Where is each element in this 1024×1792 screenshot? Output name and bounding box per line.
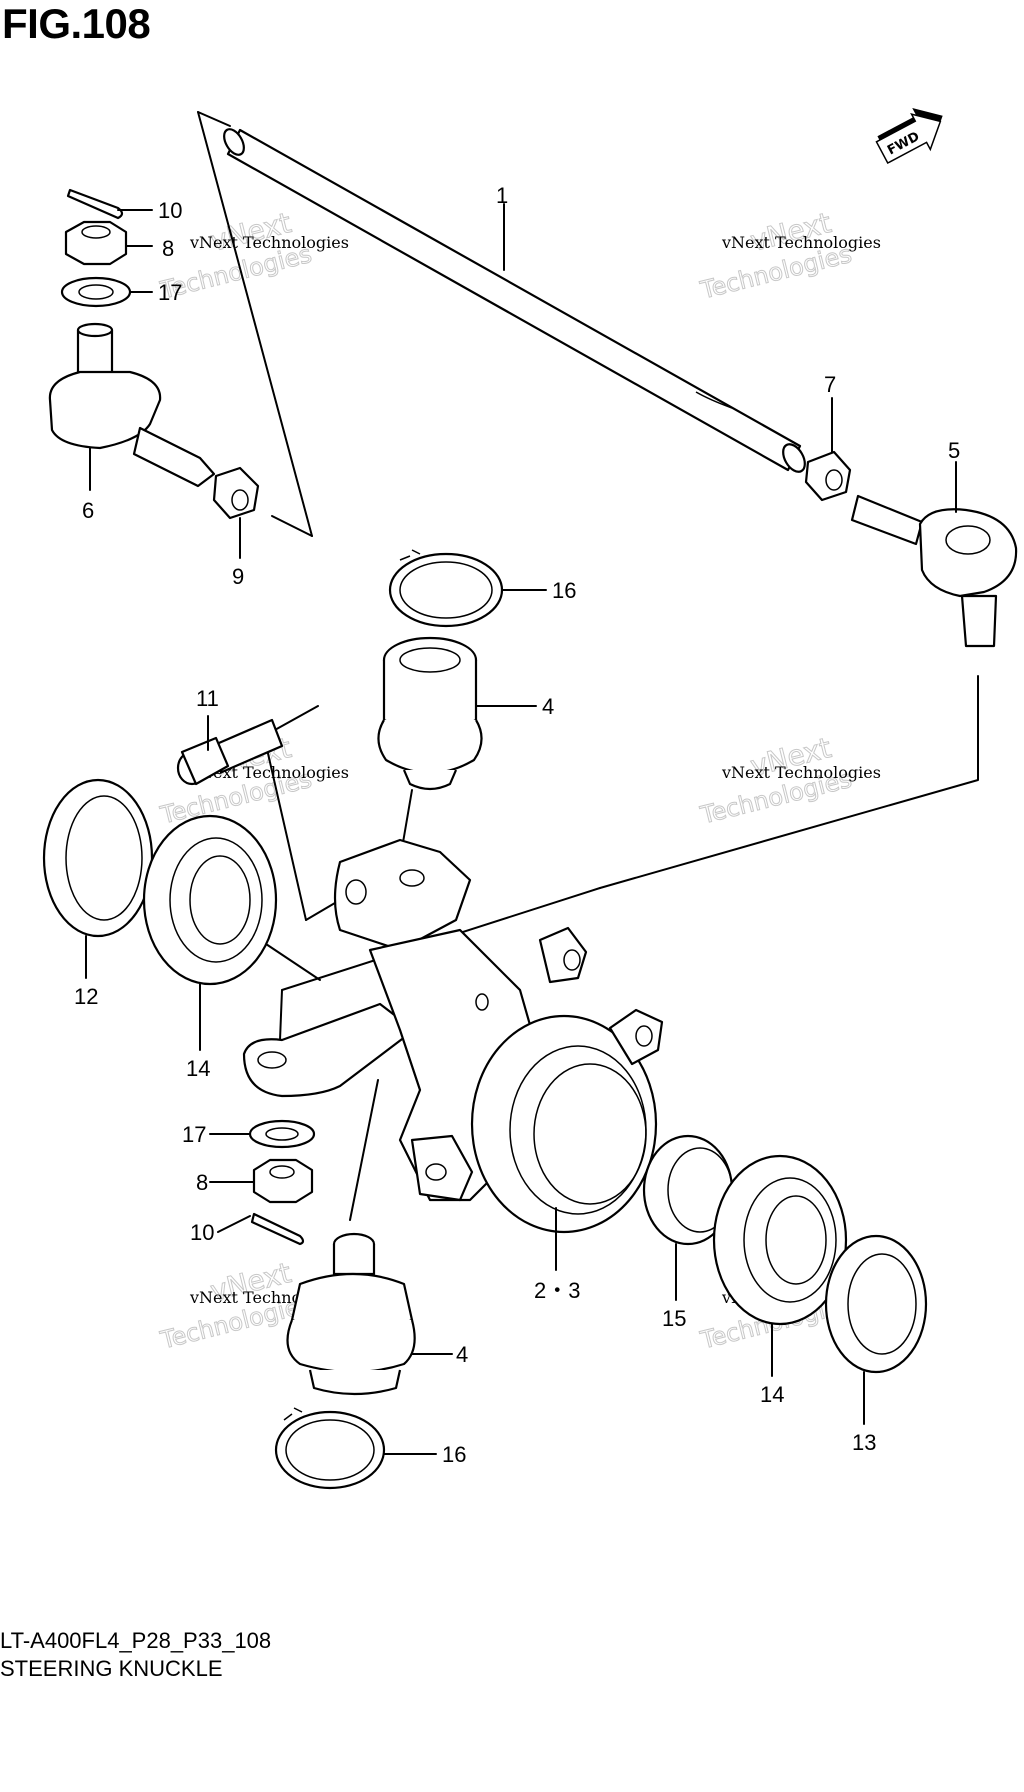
figure-title: FIG.108 — [2, 0, 151, 47]
callout-12: 12 — [74, 984, 98, 1009]
callout-8-bottom: 8 — [196, 1170, 208, 1195]
cotter-pin-top-part — [66, 188, 124, 220]
callout-7: 7 — [824, 372, 836, 397]
circlip-top-part — [388, 549, 504, 628]
watermark-text: vNext Technologies — [721, 233, 881, 252]
callout-6: 6 — [82, 498, 94, 523]
callout-15: 15 — [662, 1306, 686, 1331]
nut-bottom-part — [252, 1158, 314, 1204]
callout-2-3: 2・3 — [534, 1278, 580, 1303]
callout-14-right: 14 — [760, 1382, 784, 1407]
callout-4-bottom: 4 — [456, 1342, 468, 1367]
watermark-text: vNext Technologies — [189, 233, 349, 252]
tie-rod-part — [223, 128, 806, 473]
figure-name: STEERING KNUCKLE — [0, 1656, 223, 1681]
bearing-right-part — [712, 1154, 848, 1326]
watermark-text: vNext Technologies — [721, 763, 881, 782]
steering-knuckle-part — [242, 838, 664, 1234]
oil-seal-12-part — [42, 778, 154, 938]
leader-lines — [85, 203, 957, 1455]
callout-16-bottom: 16 — [442, 1442, 466, 1467]
figure-code: LT-A400FL4_P28_P33_108 — [0, 1628, 272, 1653]
callout-4-top: 4 — [542, 694, 554, 719]
washer-top-part — [60, 276, 132, 308]
circlip-bottom-part — [274, 1407, 386, 1490]
bearing-left-part — [142, 814, 278, 986]
washer-bottom-part — [248, 1119, 316, 1149]
bolt-11-part — [176, 718, 284, 786]
ball-joint-bottom-part — [286, 1232, 416, 1396]
callout-14-left: 14 — [186, 1056, 210, 1081]
callout-9: 9 — [232, 564, 244, 589]
callout-17-top: 17 — [158, 280, 182, 305]
callout-16-top: 16 — [552, 578, 576, 603]
callout-11: 11 — [196, 686, 219, 711]
cotter-pin-bottom-part — [250, 1212, 305, 1246]
tie-rod-end-right-part — [850, 494, 1018, 648]
callout-17-bottom: 17 — [182, 1122, 206, 1147]
castle-nut-top-part — [64, 220, 128, 266]
callout-8-top: 8 — [162, 236, 174, 261]
ball-joint-top-part — [377, 636, 483, 791]
callout-5: 5 — [948, 438, 960, 463]
callout-13: 13 — [852, 1430, 876, 1455]
tie-rod-end-left-part — [48, 322, 216, 488]
lock-nut-7-part — [804, 450, 852, 502]
callout-10-top: 10 — [158, 198, 182, 223]
callout-10-bottom: 10 — [190, 1220, 214, 1245]
callout-labels: 1 10 8 17 6 9 7 5 16 4 11 12 14 17 8 10 … — [74, 183, 960, 1467]
lock-nut-9-part — [212, 466, 260, 520]
fwd-arrow-icon: FWD — [875, 107, 943, 165]
callout-1: 1 — [496, 183, 508, 208]
oil-seal-13-part — [824, 1234, 928, 1374]
